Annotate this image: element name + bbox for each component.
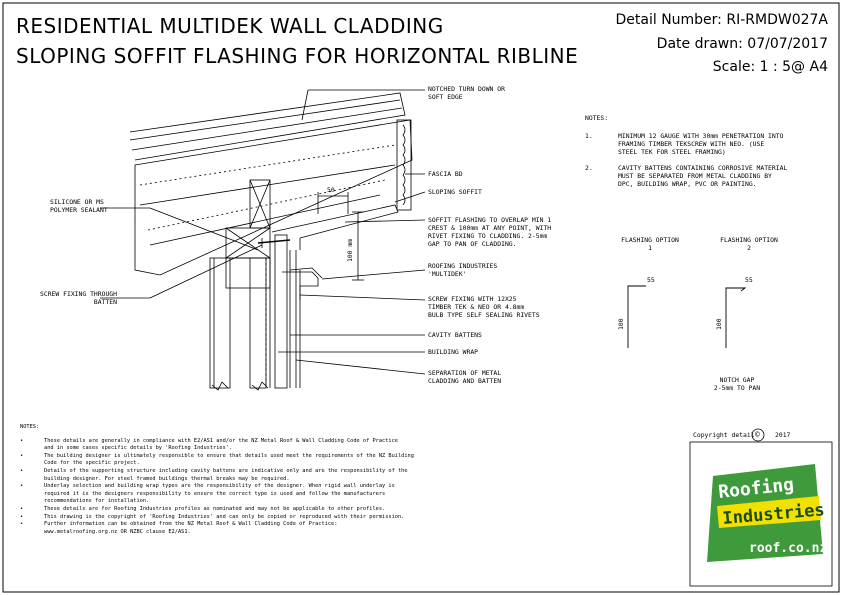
note-item: •These details are generally in complian…: [20, 437, 398, 452]
title-line-1: RESIDENTIAL MULTIDEK WALL CLADDING: [16, 14, 444, 38]
note-item: •Details of the supporting structure inc…: [20, 467, 408, 482]
flashing-option-2-profile: [725, 287, 747, 300]
scale: Scale: 1 : 5@ A4: [712, 59, 828, 75]
roofing-industries-logo: Roofing Industries roof.co.nz: [703, 462, 827, 572]
copyright-year: 2017: [775, 431, 791, 439]
detail-number: Detail Number: RI-RMDW027A: [615, 12, 829, 28]
flashing-option-1-dim-side: 100: [617, 318, 625, 330]
date-drawn: Date drawn: 07/07/2017: [656, 36, 828, 52]
dimension-50: 50: [327, 186, 335, 194]
copyright-label: Copyright detail: [693, 431, 755, 439]
bottom-notes-heading: NOTES:: [20, 424, 40, 430]
note-item: •The building designer is ultimately res…: [20, 452, 414, 467]
logo-url: roof.co.nz: [749, 541, 825, 556]
note-item: •These details are for Roofing Industrie…: [20, 505, 386, 512]
flashing-option-1-profile: [627, 285, 646, 300]
right-notes-item-2: 2. CAVITY BATTENS CONTAINING CORROSIVE M…: [585, 164, 788, 188]
note-item: •Further information can be obtained fro…: [20, 521, 338, 535]
callout-sloping-soffit: SLOPING SOFFIT: [428, 188, 482, 196]
callout-fascia: FASCIA BD: [428, 170, 463, 178]
note-item: •This drawing is the copyright of 'Roofi…: [20, 513, 405, 520]
flashing-option-2-dim-top: 55: [745, 276, 753, 284]
right-notes-heading: NOTES:: [585, 114, 609, 122]
flashing-option-2-dim-side: 100: [715, 318, 723, 330]
callout-building-wrap: BUILDING WRAP: [428, 348, 479, 356]
title-line-2: SLOPING SOFFIT FLASHING FOR HORIZONTAL R…: [16, 44, 579, 68]
callout-cavity-battens: CAVITY BATTENS: [428, 331, 482, 339]
callout-roofing-industries: ROOFING INDUSTRIES'MULTIDEK': [428, 262, 498, 278]
dimension-100: 100 mm: [346, 238, 354, 262]
roof-sheet: [129, 92, 406, 161]
flashing-option-1-dim-top: 55: [647, 276, 655, 284]
bottom-notes: NOTES: •These details are generally in c…: [20, 424, 440, 536]
right-notes-item-1: 1. MINIMUM 12 GAUGE WITH 30mm PENETRATIO…: [585, 132, 784, 156]
logo-graphic: Roofing Industries roof.co.nz: [707, 464, 827, 562]
copyright-symbol: ©: [755, 430, 760, 439]
note-item: •Underlay selection and building wrap ty…: [20, 483, 395, 505]
